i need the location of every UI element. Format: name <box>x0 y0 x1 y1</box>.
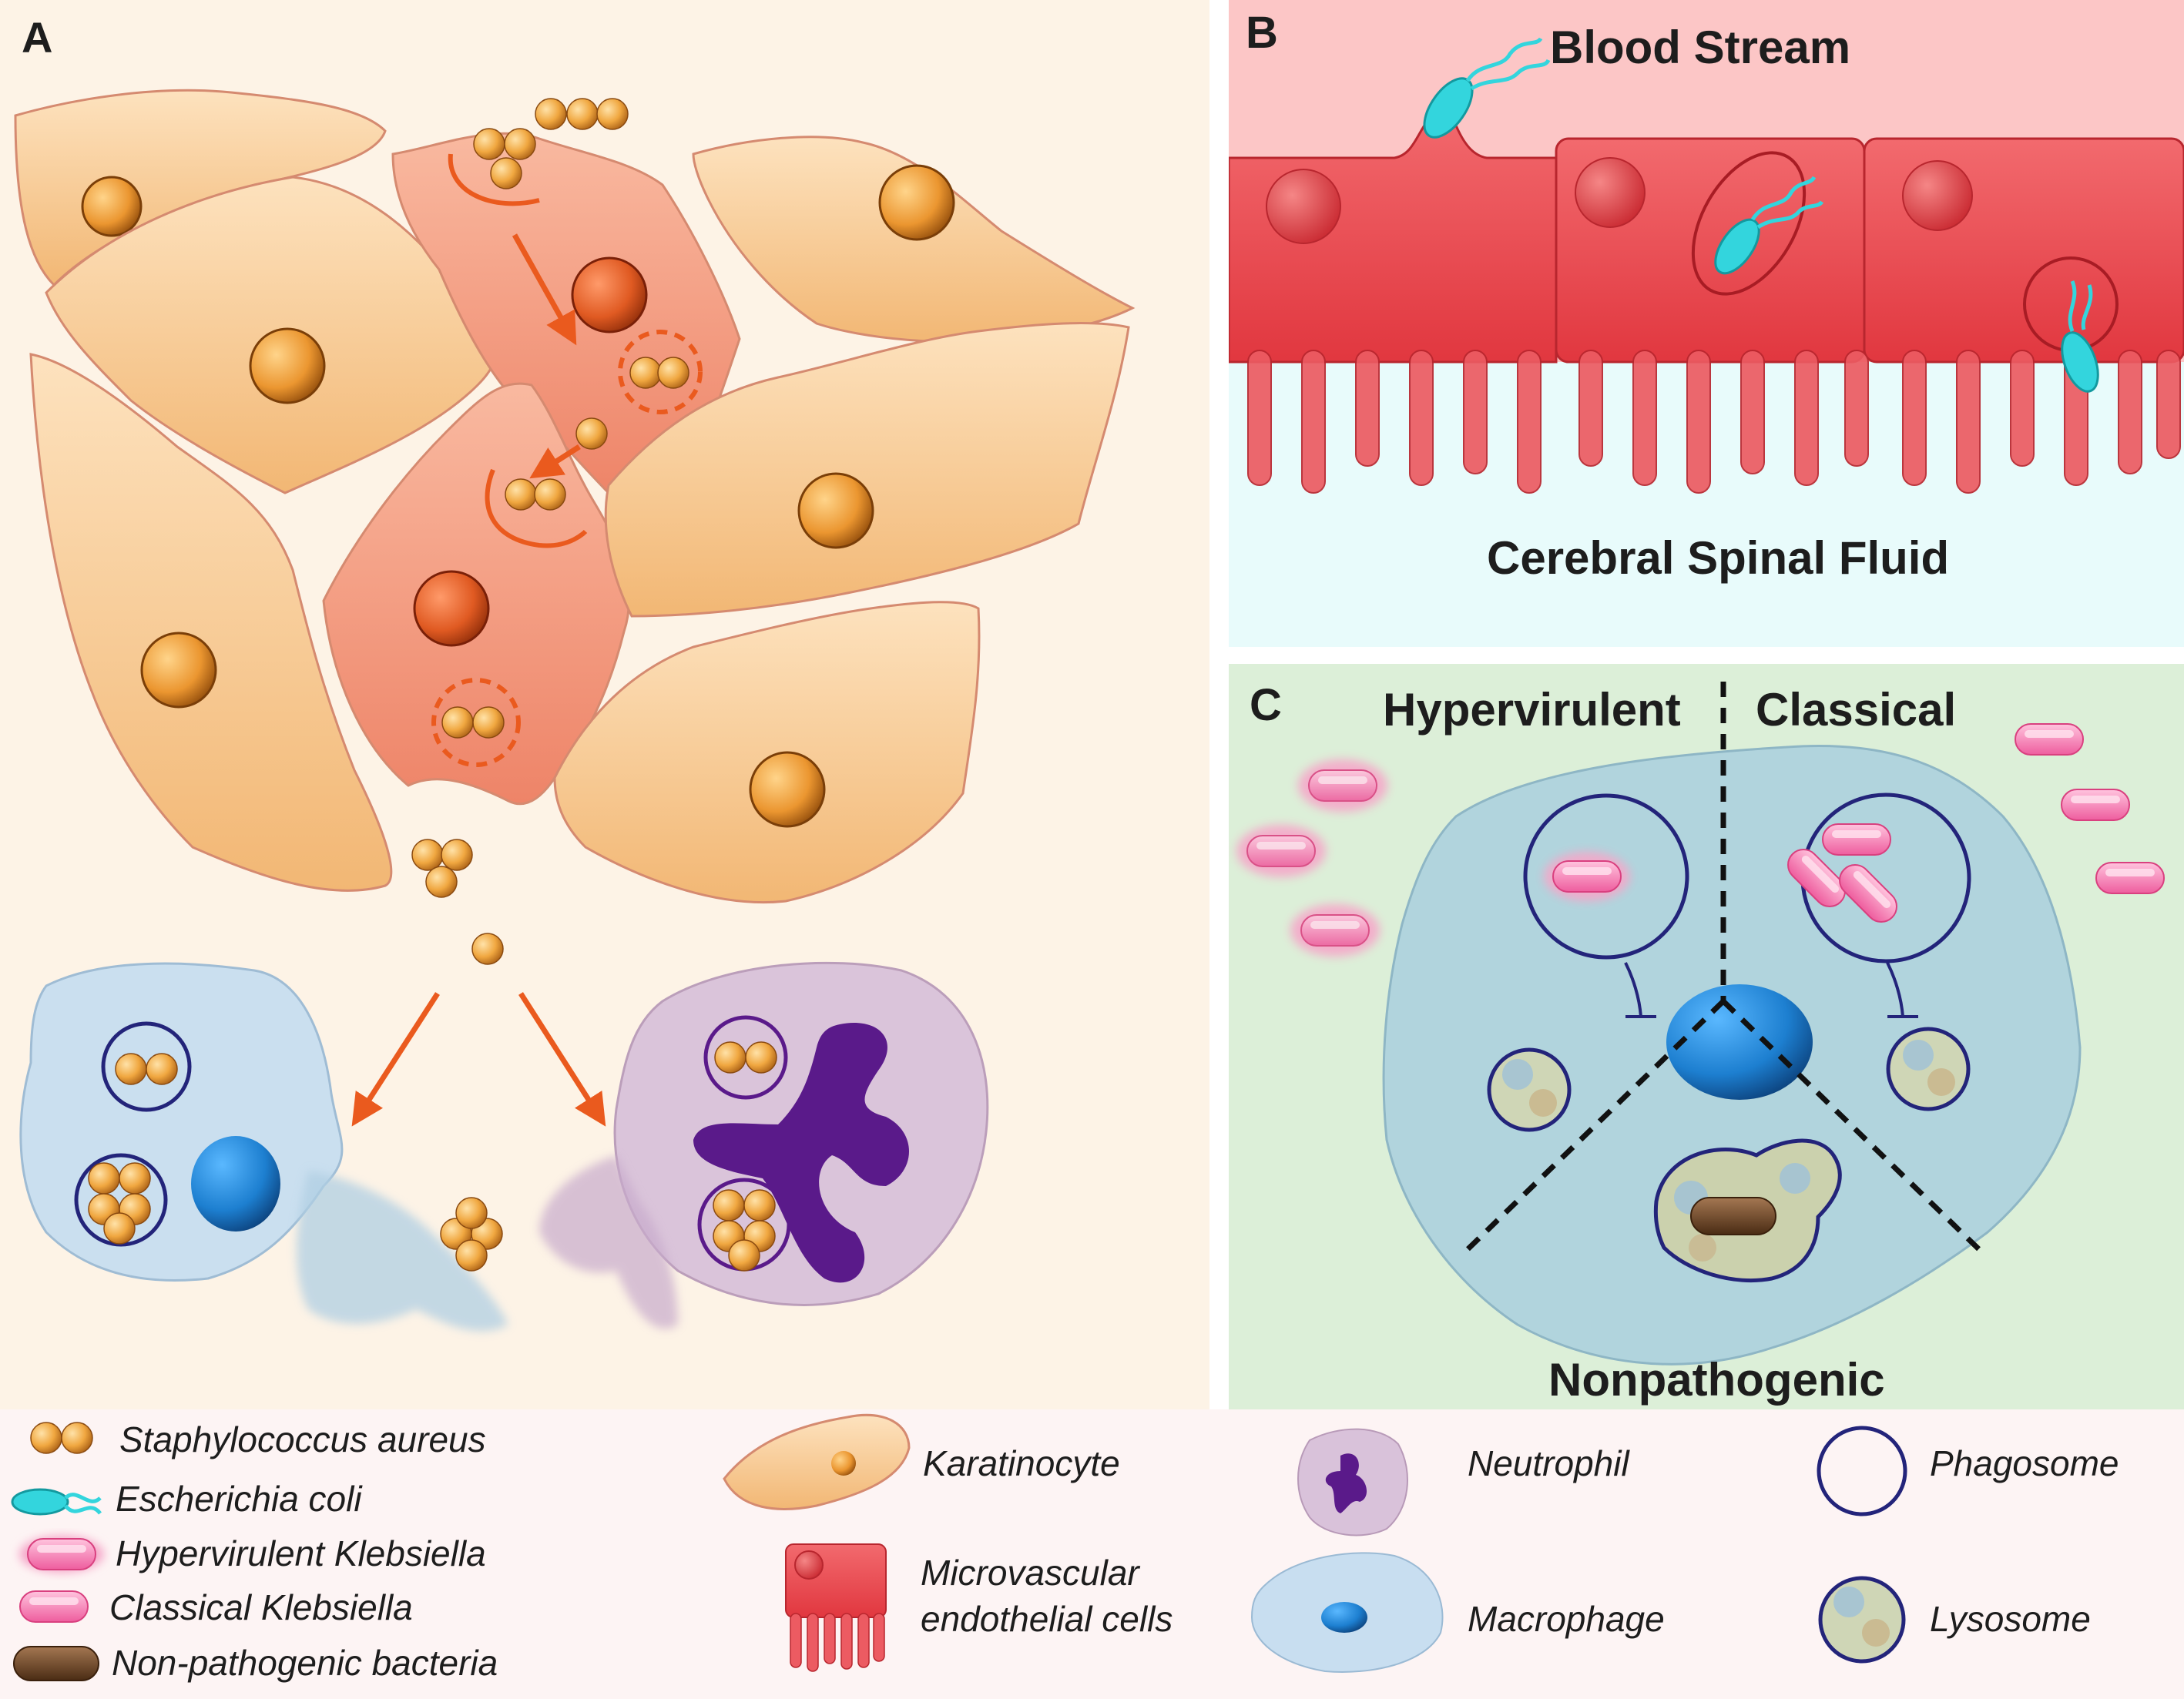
invagination-arc <box>448 153 540 206</box>
arrow <box>529 444 581 479</box>
keratinocyte <box>553 601 981 904</box>
keratinocyte-layer <box>14 89 1136 904</box>
legend-nonpath-label: Non-pathogenic bacteria <box>112 1643 498 1683</box>
neutrophil-nucleus <box>693 1023 909 1283</box>
legend-endothelial-label-1: Microvascular <box>921 1553 1140 1593</box>
invagination-arc <box>485 468 588 548</box>
endothelial-layer <box>1227 106 2184 494</box>
staph-invasion <box>351 98 703 1127</box>
blood-stream-label: Blood Stream <box>1550 22 1850 73</box>
hypervirulent-label: Hypervirulent <box>1383 684 1681 736</box>
phagosome <box>703 1015 788 1100</box>
legend-keratinocyte-icon <box>723 1413 911 1510</box>
panel-a-letter: A <box>22 13 52 62</box>
panel-divider <box>1209 0 1229 1409</box>
legend-phagosome-icon <box>1817 1426 1907 1516</box>
phagosome <box>74 1153 168 1247</box>
nonpathogenic-label: Nonpathogenic <box>1548 1354 1885 1406</box>
phagosome-hypervirulent <box>1523 793 1689 960</box>
legend-endothelial-icon <box>785 1543 887 1672</box>
endothelial-cell <box>1555 137 1866 364</box>
panel-divider <box>1229 647 2184 664</box>
macrophage-nucleus <box>1666 984 1813 1100</box>
legend-macrophage-label: Macrophage <box>1468 1599 1665 1639</box>
lysosome <box>1886 1027 1971 1111</box>
legend-lysosome-icon <box>1818 1576 1906 1664</box>
ecoli <box>2061 280 2099 393</box>
phagosome-classical <box>1780 793 1971 963</box>
legend: Staphylococcus aureus Escherichia coli H… <box>11 1413 2119 1683</box>
legend-phagosome-label: Phagosome <box>1930 1443 2119 1483</box>
legend-ecoli-label: Escherichia coli <box>116 1479 363 1519</box>
macrophage <box>19 962 508 1332</box>
panel-c-letter: C <box>1250 680 1282 730</box>
legend-macrophage-icon <box>1250 1552 1444 1673</box>
endothelial-cell <box>1227 106 1558 364</box>
neutrophil <box>539 961 989 1329</box>
hypervirulent-klebsiella-extracellular <box>1236 759 1387 957</box>
vacuole-dashed <box>431 678 521 767</box>
vacuole <box>1691 151 1807 296</box>
legend-neutrophil-label: Neutrophil <box>1468 1443 1630 1483</box>
vacuole-dashed <box>618 330 703 414</box>
arrow <box>351 992 440 1127</box>
inhibition-arrows <box>1624 962 1918 1018</box>
csf-label: Cerebral Spinal Fluid <box>1487 532 1949 584</box>
keratinocyte <box>604 322 1130 618</box>
ecoli <box>1714 176 1824 275</box>
phagolysosome-nonpathogenic <box>1653 1138 1842 1283</box>
legend-staph-label: Staphylococcus aureus <box>119 1419 486 1459</box>
legend-classical-kleb-icon <box>19 1590 89 1623</box>
legend-neutrophil-icon <box>1297 1428 1408 1536</box>
keratinocyte <box>29 353 393 892</box>
phagosome <box>101 1021 192 1112</box>
ecoli <box>1423 37 1551 139</box>
legend-hyper-kleb-label: Hypervirulent Klebsiella <box>116 1533 486 1573</box>
legend-classical-kleb-label: Classical Klebsiella <box>109 1587 413 1627</box>
lysosome <box>1487 1047 1572 1132</box>
divider-lines <box>1459 682 1988 1258</box>
endothelial-cell <box>1863 137 2184 364</box>
legend-keratinocyte-label: Karatinocyte <box>923 1443 1120 1483</box>
legend-nonpath-icon <box>13 1646 99 1681</box>
legend-hyper-kleb-icon <box>19 1536 104 1573</box>
legend-lysosome-label: Lysosome <box>1930 1599 2091 1639</box>
nonpathogenic-bacterium <box>1690 1197 1776 1235</box>
classical-label: Classical <box>1756 684 1956 736</box>
macrophage-nucleus <box>191 1136 280 1232</box>
arrow <box>512 233 577 346</box>
legend-ecoli-icon <box>11 1488 102 1516</box>
legend-endothelial-label-2: endothelial cells <box>921 1599 1173 1639</box>
panel-b-letter: B <box>1246 8 1278 58</box>
arrow <box>518 992 606 1127</box>
